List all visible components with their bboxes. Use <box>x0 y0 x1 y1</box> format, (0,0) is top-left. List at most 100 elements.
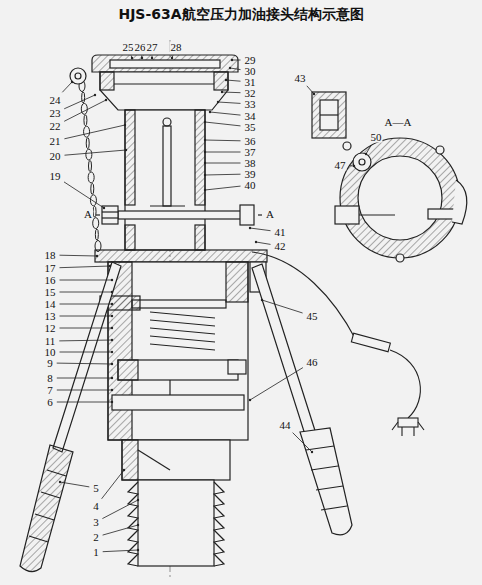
dust-cap-part <box>100 72 228 110</box>
leader-dot <box>151 57 153 59</box>
callout-number: 15 <box>44 287 57 298</box>
leader-line <box>222 92 241 94</box>
dust-cap-part <box>114 83 214 84</box>
callout-number: 31 <box>244 77 257 88</box>
leader-dot <box>137 524 139 526</box>
leader-line <box>102 470 124 499</box>
callout-number: 1 <box>92 547 100 558</box>
coupling-body-part <box>108 262 248 440</box>
detail-view-part <box>320 100 338 130</box>
leader-line <box>64 100 106 121</box>
callout-number: 16 <box>44 275 57 286</box>
coupling-body-part <box>132 300 226 308</box>
dust-cap-part <box>100 72 114 90</box>
right-handle-part <box>252 264 318 444</box>
dust-cap-part <box>92 55 238 72</box>
callout-number: 46 <box>306 357 319 368</box>
callout-number: 36 <box>244 136 257 147</box>
leader-line <box>59 340 112 342</box>
right-handle-part <box>306 446 347 510</box>
callout-number: 20 <box>49 151 62 162</box>
leader-line <box>60 352 113 353</box>
leader-dot <box>111 401 113 403</box>
leader-line <box>262 300 303 313</box>
callout-number: 6 <box>46 397 54 408</box>
leader-dot <box>103 207 105 209</box>
coupling-body-part <box>112 395 244 410</box>
leader-dot <box>125 149 127 151</box>
locking-pin-part <box>258 214 262 215</box>
leader-dot <box>111 389 113 391</box>
leader-line <box>60 255 98 257</box>
leader-line <box>60 292 113 293</box>
locking-pin-part <box>102 206 118 224</box>
leader-line <box>210 112 241 115</box>
leader-dot <box>111 327 113 329</box>
callout-number: 37 <box>244 147 257 158</box>
leader-line <box>293 433 312 452</box>
locking-pin-part <box>102 211 118 212</box>
title: HJS-63A航空压力加油接头结构示意图 <box>118 6 363 24</box>
upper-tube-part <box>125 110 135 205</box>
ground-wire <box>252 252 424 436</box>
section-view-part <box>340 138 460 258</box>
ground-wire-part <box>252 252 356 340</box>
callout-number: 13 <box>44 311 57 322</box>
leader-line <box>64 182 104 208</box>
coupling-body <box>95 250 267 440</box>
ground-wire-part <box>392 422 424 436</box>
leader-line <box>230 68 241 70</box>
chain-part <box>82 92 85 103</box>
section-view-part <box>452 180 467 224</box>
leader-line <box>60 266 111 268</box>
leader-dot <box>225 79 227 81</box>
section-view <box>335 138 467 262</box>
chain <box>79 81 101 252</box>
leader-line <box>60 328 113 329</box>
locking-pin-part <box>240 205 254 225</box>
upper-tube <box>125 110 205 250</box>
leader-line <box>60 316 113 317</box>
leader-dot <box>171 57 173 59</box>
section-view-part <box>335 206 359 224</box>
leader-line <box>205 174 241 176</box>
callout-number: 21 <box>49 136 62 147</box>
upper-tube-part <box>163 126 171 206</box>
detail-view-part <box>312 92 346 138</box>
callout-number: A—A <box>384 117 413 128</box>
nozzle-part <box>138 450 170 470</box>
nozzle-part <box>128 482 138 566</box>
left-handle-part <box>53 262 121 452</box>
leader-line <box>205 186 241 190</box>
leader-dot <box>204 174 206 176</box>
leader-dot <box>137 499 139 501</box>
callout-number: 5 <box>92 483 100 494</box>
left-handle-part <box>29 470 66 542</box>
dust-cap-part <box>214 72 228 90</box>
callout-number: 32 <box>244 88 257 99</box>
leader-dot <box>111 279 113 281</box>
nozzle-part <box>122 440 230 480</box>
leader-dot <box>229 67 231 69</box>
leader-line <box>60 280 113 281</box>
chain-part <box>81 103 87 114</box>
leader-dot <box>204 189 206 191</box>
callout-number: 27 <box>146 42 159 53</box>
callout-number: 14 <box>44 299 57 310</box>
chain-part <box>93 218 99 229</box>
leader-dot <box>137 549 139 551</box>
leader-dot <box>111 363 113 365</box>
leader-dot <box>111 351 113 353</box>
upper-tube-part <box>125 110 205 250</box>
callout-number: 17 <box>44 263 57 274</box>
leader-line <box>307 86 314 94</box>
callout-number: 47 <box>334 160 347 171</box>
leader-line <box>226 80 241 81</box>
callout-number: 7 <box>46 385 54 396</box>
dust-cap-part <box>75 73 81 79</box>
leader-dot <box>111 291 113 293</box>
coupling-body-part <box>226 262 248 302</box>
leader-line <box>256 242 271 244</box>
callout-number: 9 <box>46 358 54 369</box>
ground-wire-part <box>390 350 420 418</box>
